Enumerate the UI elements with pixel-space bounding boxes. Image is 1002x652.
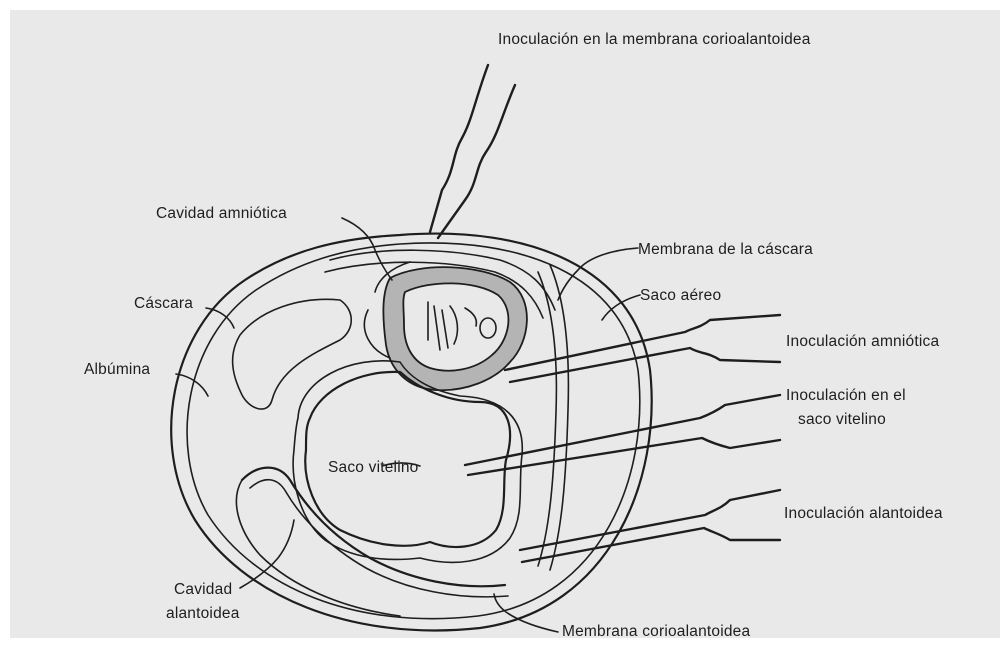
needle-yolk-sac-hub bbox=[468, 438, 780, 475]
label-cavidad-alantoidea-1: Cavidad bbox=[174, 581, 232, 598]
label-inoculacion-alantoidea: Inoculación alantoidea bbox=[784, 505, 943, 522]
label-albumina: Albúmina bbox=[84, 361, 150, 378]
leader-cavidad-amniotica bbox=[342, 218, 392, 280]
albumin-compartment bbox=[233, 299, 352, 409]
needle-yolk-sac bbox=[465, 395, 780, 465]
diagram-frame: Inoculación en la membrana corioalantoid… bbox=[10, 10, 1000, 638]
leader-saco-aereo bbox=[602, 295, 640, 320]
needle-amniotic-hub bbox=[510, 348, 780, 382]
label-saco-aereo: Saco aéreo bbox=[640, 287, 721, 304]
air-sac-membrane-outer bbox=[550, 265, 568, 570]
label-inoculacion-amniotica: Inoculación amniótica bbox=[786, 333, 939, 350]
label-inoculacion-saco-1: Inoculación en el bbox=[786, 387, 906, 404]
air-sac-membrane-inner bbox=[538, 272, 556, 566]
allantoic-cavity-floor bbox=[236, 480, 400, 616]
label-saco-vitelino: Saco vitelino bbox=[328, 459, 418, 476]
leader-cavidad-alantoidea bbox=[240, 520, 294, 588]
leader-albumina bbox=[176, 374, 208, 396]
label-inoculacion-saco-2: saco vitelino bbox=[798, 411, 886, 428]
needle-allantoic-hub bbox=[522, 528, 780, 562]
label-cavidad-amniotica: Cavidad amniótica bbox=[156, 205, 287, 222]
label-membrana-corioalantoidea: Membrana corioalantoidea bbox=[562, 623, 751, 638]
label-membrana-cascara: Membrana de la cáscara bbox=[638, 241, 813, 258]
label-inoculacion-corioalantoidea: Inoculación en la membrana corioalantoid… bbox=[498, 31, 811, 48]
egg-inoculation-diagram: Inoculación en la membrana corioalantoid… bbox=[10, 10, 1000, 638]
leader-membrana-corioalantoidea bbox=[494, 594, 558, 632]
needle-chorioallantoic-hub bbox=[438, 85, 515, 238]
label-cascara: Cáscara bbox=[134, 295, 193, 312]
label-cavidad-alantoidea-2: alantoidea bbox=[166, 605, 240, 622]
